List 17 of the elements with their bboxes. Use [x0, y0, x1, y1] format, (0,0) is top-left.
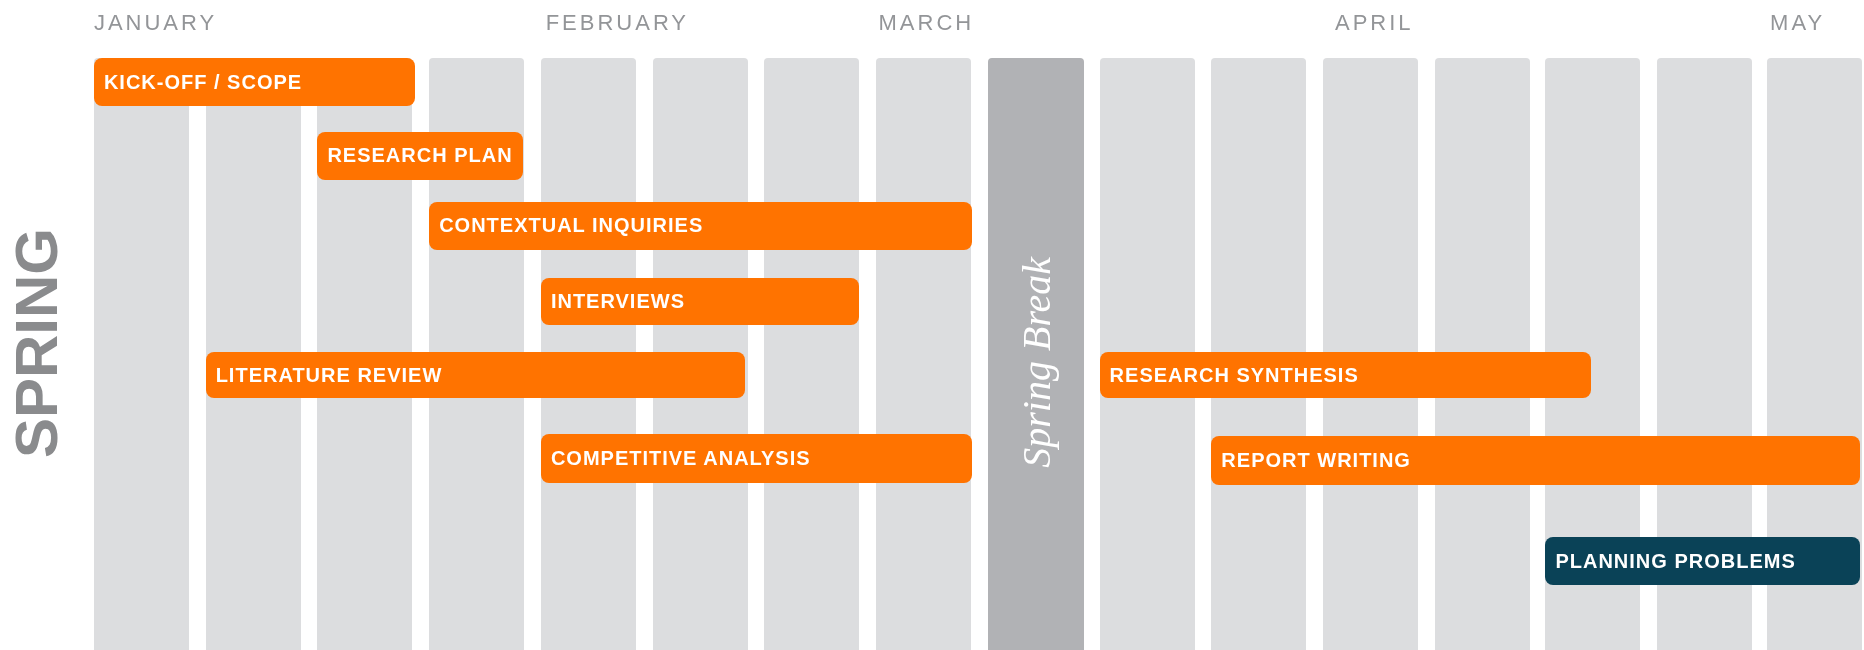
task-bar: REPORT WRITING [1211, 436, 1861, 485]
month-label: APRIL [1335, 9, 1414, 36]
problem-bar: PLANNING PROBLEMS [1545, 537, 1861, 585]
month-label: MARCH [878, 9, 975, 36]
column-label: Spring Break [1012, 256, 1060, 468]
task-bar: KICK-OFF / SCOPE [93, 58, 415, 106]
task-bar: RESEARCH PLAN [317, 131, 524, 180]
spring-break-column [987, 58, 1085, 650]
task-bar: COMPETITIVE ANALYSIS [540, 433, 973, 483]
task-bar: CONTEXTUAL INQUIRIES [429, 202, 973, 250]
month-label: JANUARY [93, 9, 218, 36]
task-bar: RESEARCH SYNTHESIS [1099, 351, 1591, 399]
season-heading: SPRING [7, 228, 68, 459]
task-bar: INTERVIEWS [540, 278, 860, 325]
month-label: FEBRUARY [545, 9, 690, 36]
task-bar: LITERATURE REVIEW [205, 351, 746, 399]
month-label: MAY [1770, 9, 1826, 36]
